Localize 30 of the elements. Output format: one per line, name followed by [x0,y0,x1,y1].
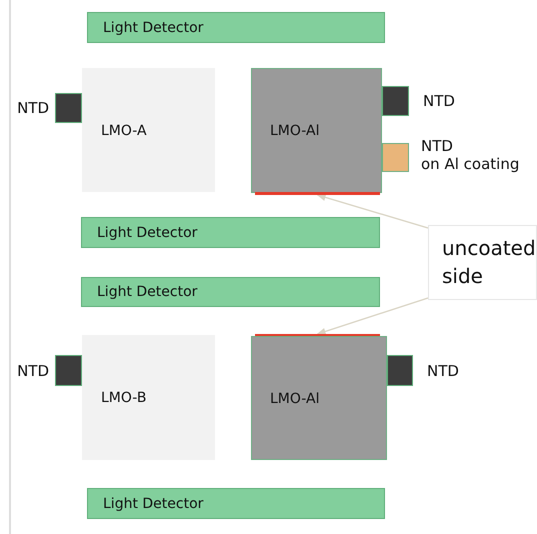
leader-line [316,194,428,229]
leader-line [316,297,428,335]
crystal-label: LMO-B [101,390,146,406]
detector-bar [87,12,385,43]
crystal-block [82,335,215,460]
detector-bar [87,488,385,519]
sensor-square [55,93,82,123]
sensor-label: NTD [423,92,455,110]
sensor-square [382,143,409,172]
sensor-label: NTD [17,99,49,117]
sensor-label: NTD [427,362,459,380]
sensor-label: NTD [17,362,49,380]
sensor-square [382,86,409,116]
sensor-label: NTD on Al coating [421,137,520,173]
crystal-label: LMO-Al [270,391,320,407]
detector-label: Light Detector [97,225,198,241]
crystal-label: LMO-Al [270,123,320,139]
sensor-square [55,355,82,386]
crystal-block [251,68,382,193]
detector-bar [81,277,380,307]
crystal-block [82,68,215,192]
side-strip [255,192,380,195]
sensor-square [387,355,413,386]
callout-box [428,225,537,300]
detector-label: Light Detector [103,496,204,512]
detector-bar [81,217,380,248]
crystal-label: LMO-A [101,123,147,139]
detector-label: Light Detector [103,20,204,36]
crystal-block [251,336,387,460]
detector-label: Light Detector [97,284,198,300]
